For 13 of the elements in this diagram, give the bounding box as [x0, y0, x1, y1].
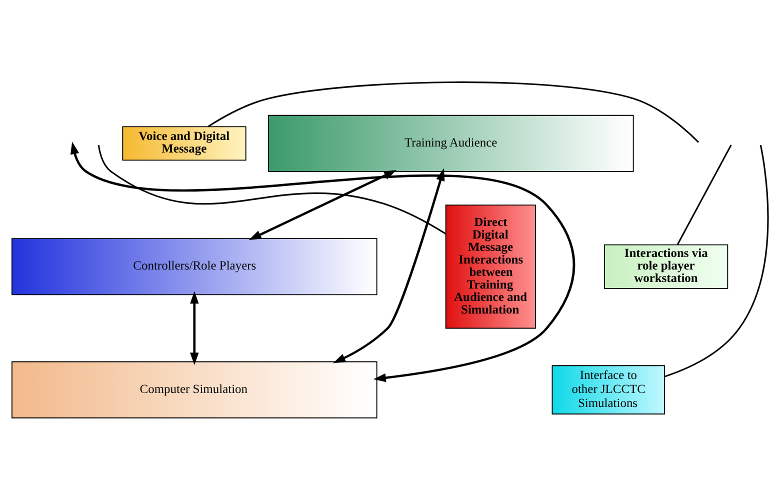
arrow: [248, 170, 397, 240]
node-box: Controllers/Role Players: [12, 238, 378, 295]
node-box: Computer Simulation: [12, 360, 378, 418]
connector: [208, 80, 700, 142]
node-box: Interface to other JLCCTC Simulations: [552, 364, 665, 414]
node-box: Training Audience: [268, 114, 634, 172]
arrow: [70, 141, 575, 382]
node-box: Interactions via role player workstation: [604, 244, 728, 288]
node-box: Direct Digital Message Interactions between Training Audience and Simulation: [445, 204, 536, 328]
node-box: Voice and Digital Message: [122, 126, 246, 160]
connector: [664, 144, 769, 377]
connector: [676, 144, 732, 244]
arrow: [190, 290, 199, 365]
